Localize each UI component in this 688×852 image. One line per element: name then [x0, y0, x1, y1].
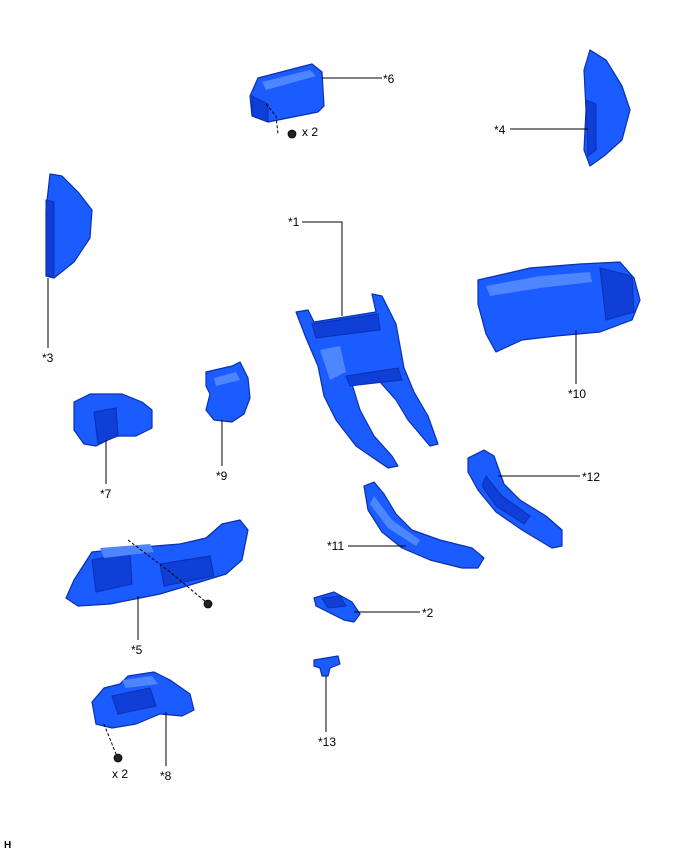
- screw-icon: [287, 129, 297, 139]
- callout-13: *13: [318, 735, 336, 749]
- part-3: [45, 173, 93, 348]
- callout-6: *6: [383, 72, 395, 86]
- callout-3: *3: [42, 351, 54, 365]
- part-11: [348, 481, 485, 569]
- callout-8: *8: [160, 769, 172, 783]
- corner-mark: H: [4, 840, 11, 851]
- quantity-8: x 2: [112, 767, 128, 781]
- callout-12: *12: [582, 470, 600, 484]
- part-6: [249, 63, 382, 139]
- part-10: [477, 261, 641, 384]
- part-5: [65, 519, 249, 640]
- callout-7: *7: [100, 487, 112, 501]
- part-4: [510, 49, 631, 167]
- callout-4: *4: [494, 123, 506, 137]
- part-9: [205, 361, 251, 466]
- part-12: [467, 449, 580, 549]
- callout-1: *1: [288, 215, 300, 229]
- part-2: [313, 591, 420, 623]
- screw-icon: [113, 753, 123, 763]
- callout-9: *9: [216, 469, 228, 483]
- callout-2: *2: [422, 606, 434, 620]
- callout-11: *11: [327, 539, 344, 553]
- part-1: [295, 221, 439, 469]
- quantity-6: x 2: [302, 125, 318, 139]
- screw-icon: [203, 599, 213, 609]
- callout-10: *10: [568, 387, 586, 401]
- part-7: [73, 393, 153, 484]
- part-8: [91, 671, 195, 766]
- callout-5: *5: [131, 643, 143, 657]
- part-13: [313, 655, 341, 732]
